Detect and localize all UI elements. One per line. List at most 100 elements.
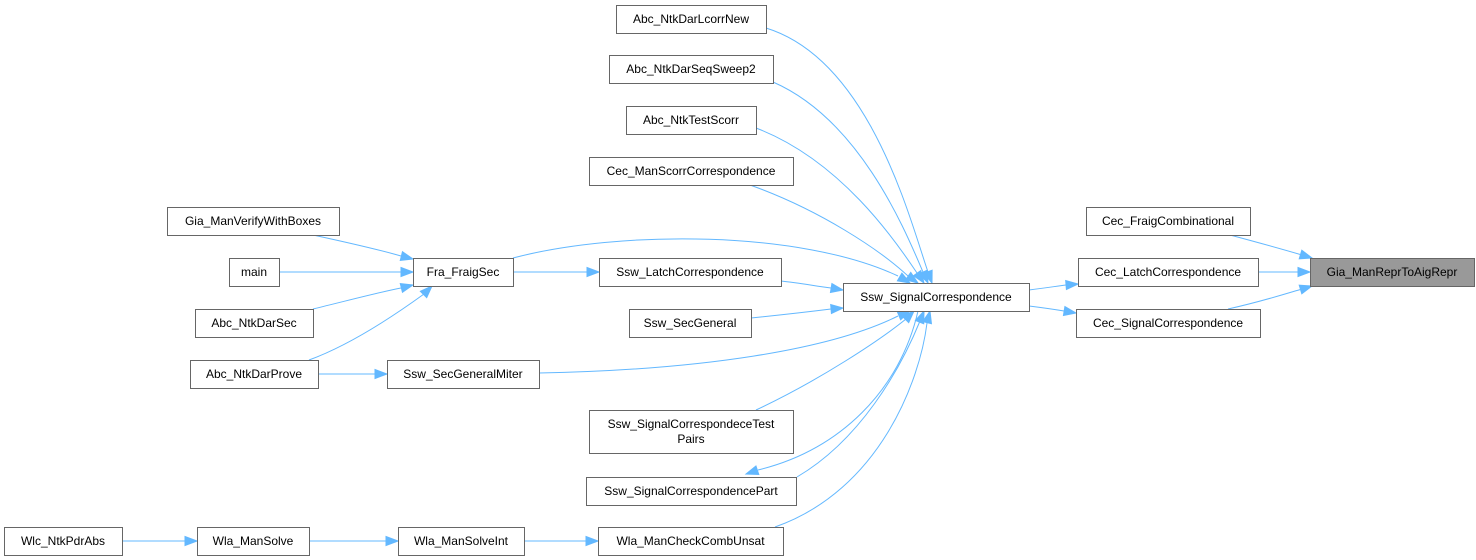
node-wlc_ntkpdrabs[interactable]: Wlc_NtkPdrAbs xyxy=(4,527,123,556)
edge-abc_ntktestscorr-to-ssw_signalcorrespondence xyxy=(755,127,925,285)
node-label: Cec_FraigCombinational xyxy=(1102,214,1234,228)
node-label: Fra_FraigSec xyxy=(427,265,500,279)
arrowhead-icon xyxy=(830,303,845,315)
arrowhead-icon xyxy=(399,250,415,262)
node-box[interactable] xyxy=(190,360,319,389)
node-ssw_signalcorrespondence[interactable]: Ssw_SignalCorrespondence xyxy=(843,283,1030,312)
node-ssw_secgeneralmiter[interactable]: Ssw_SecGeneralMiter xyxy=(387,360,540,389)
node-label: Abc_NtkTestScorr xyxy=(643,113,739,127)
node-abc_ntkdarsec[interactable]: Abc_NtkDarSec xyxy=(195,309,314,338)
edge-ssw_signalcorrespondence-to-cec_latchcorrespondence xyxy=(1028,279,1080,291)
edge-abc_ntkdarseqsweep2-to-ssw_signalcorrespondence xyxy=(772,81,929,285)
node-label: Wla_ManSolve xyxy=(213,534,294,548)
edge-line xyxy=(512,238,899,277)
node-abc_ntkdarlcorrnew[interactable]: Abc_NtkDarLcorrNew xyxy=(616,5,767,34)
edge-line xyxy=(755,127,918,274)
edge-line xyxy=(312,287,402,310)
node-abc_ntkdarprove[interactable]: Abc_NtkDarProve xyxy=(190,360,319,389)
node-label: Gia_ManReprToAigRepr xyxy=(1327,265,1458,279)
node-wla_mansolveint[interactable]: Wla_ManSolveInt xyxy=(398,527,525,556)
node-label: Cec_SignalCorrespondence xyxy=(1093,316,1243,330)
node-ssw_latchcorrespondence[interactable]: Ssw_LatchCorrespondence xyxy=(599,258,782,287)
arrowhead-icon xyxy=(829,282,845,294)
node-cec_latchcorrespondence[interactable]: Cec_LatchCorrespondence xyxy=(1078,258,1259,287)
node-label: Pairs xyxy=(677,432,704,446)
edges-layer xyxy=(122,27,1314,547)
edge-fra_fraigsec-to-ssw_signalcorrespondence xyxy=(512,238,912,284)
node-label: main xyxy=(241,265,267,279)
node-box[interactable] xyxy=(1078,258,1259,287)
node-abc_ntkdarseqsweep2[interactable]: Abc_NtkDarSeqSweep2 xyxy=(609,55,774,84)
node-label: Wla_ManSolveInt xyxy=(414,534,509,548)
node-label: Cec_LatchCorrespondence xyxy=(1095,265,1241,279)
edge-cec_latchcorrespondence-to-gia_manreprtoaigrepr xyxy=(1258,266,1312,278)
node-cec_fraigcombinational[interactable]: Cec_FraigCombinational xyxy=(1086,207,1251,236)
node-abc_ntktestscorr[interactable]: Abc_NtkTestScorr xyxy=(626,106,757,135)
node-box[interactable] xyxy=(398,527,525,556)
node-box[interactable] xyxy=(589,157,794,186)
arrowhead-icon xyxy=(385,535,400,547)
edge-line xyxy=(755,318,907,411)
node-box[interactable] xyxy=(843,283,1030,312)
node-wla_mancheckcombunsat[interactable]: Wla_ManCheckCombUnsat xyxy=(598,527,784,556)
node-label: Abc_NtkDarLcorrNew xyxy=(633,12,749,26)
node-fra_fraigsec[interactable]: Fra_FraigSec xyxy=(413,258,514,287)
arrowhead-icon xyxy=(585,535,600,547)
edge-wla_mancheckcombunsat-to-ssw_signalcorrespondence xyxy=(774,309,933,528)
node-box[interactable] xyxy=(1086,207,1251,236)
node-box[interactable] xyxy=(195,309,314,338)
node-cec_manscorrcorrespondence[interactable]: Cec_ManScorrCorrespondence xyxy=(589,157,794,186)
node-box[interactable] xyxy=(387,360,540,389)
node-box[interactable] xyxy=(598,527,784,556)
node-box[interactable] xyxy=(197,527,310,556)
arrowhead-icon xyxy=(1297,266,1312,278)
arrowhead-icon xyxy=(184,535,199,547)
edge-cec_manscorrcorrespondence-to-ssw_signalcorrespondence xyxy=(749,184,920,284)
node-box[interactable] xyxy=(616,5,767,34)
node-ssw_secgeneral[interactable]: Ssw_SecGeneral xyxy=(629,309,752,338)
edge-cec_fraigcombinational-to-gia_manreprtoaigrepr xyxy=(1229,234,1314,260)
node-label: Gia_ManVerifyWithBoxes xyxy=(185,214,321,228)
node-label: Ssw_SignalCorrespondence xyxy=(860,290,1012,304)
node-gia_manreprtoaigrepr[interactable]: Gia_ManReprToAigRepr xyxy=(1310,258,1475,287)
edge-line xyxy=(765,27,929,273)
node-box[interactable] xyxy=(1076,309,1261,338)
node-box[interactable] xyxy=(167,207,340,236)
edge-line xyxy=(796,320,921,478)
node-ssw_signalcorrespondencepart[interactable]: Ssw_SignalCorrespondencePart xyxy=(586,477,797,506)
edge-abc_ntkdarprove-to-ssw_secgeneralmiter xyxy=(318,368,389,380)
node-box[interactable] xyxy=(626,106,757,135)
node-label: Abc_NtkDarSec xyxy=(211,316,296,330)
edge-ssw_latchcorrespondence-to-ssw_signalcorrespondence xyxy=(780,280,845,294)
edge-abc_ntkdarlcorrnew-to-ssw_signalcorrespondence xyxy=(765,27,933,285)
edge-cec_signalcorrespondence-to-gia_manreprtoaigrepr xyxy=(1227,284,1314,310)
node-box[interactable] xyxy=(229,258,280,287)
edge-main-to-fra_fraigsec xyxy=(279,266,415,278)
node-box[interactable] xyxy=(629,309,752,338)
node-wla_mansolve[interactable]: Wla_ManSolve xyxy=(197,527,310,556)
node-label: Ssw_SecGeneralMiter xyxy=(403,367,522,381)
node-box[interactable] xyxy=(586,477,797,506)
node-label: Ssw_SignalCorrespondencePart xyxy=(604,484,778,498)
node-box[interactable] xyxy=(413,258,514,287)
arrowhead-icon xyxy=(1065,279,1080,291)
node-gia_manverifywithboxes[interactable]: Gia_ManVerifyWithBoxes xyxy=(167,207,340,236)
edge-ssw_signalcorrespondence-to-ssw_signalcorrespondencepart xyxy=(744,310,919,476)
edge-line xyxy=(1028,284,1067,291)
edge-line xyxy=(750,308,832,319)
node-box[interactable] xyxy=(4,527,123,556)
edge-fra_fraigsec-to-ssw_latchcorrespondence xyxy=(513,266,601,278)
arrowhead-icon xyxy=(1298,284,1314,295)
focus-node-box[interactable] xyxy=(1310,258,1475,287)
node-box[interactable] xyxy=(589,410,794,454)
node-main[interactable]: main xyxy=(229,258,280,287)
arrowhead-icon xyxy=(901,309,916,324)
edge-line xyxy=(312,234,402,257)
edge-line xyxy=(308,293,425,361)
node-cec_signalcorrespondence[interactable]: Cec_SignalCorrespondence xyxy=(1076,309,1261,338)
node-box[interactable] xyxy=(609,55,774,84)
arrowhead-icon xyxy=(912,269,925,285)
node-box[interactable] xyxy=(599,258,782,287)
